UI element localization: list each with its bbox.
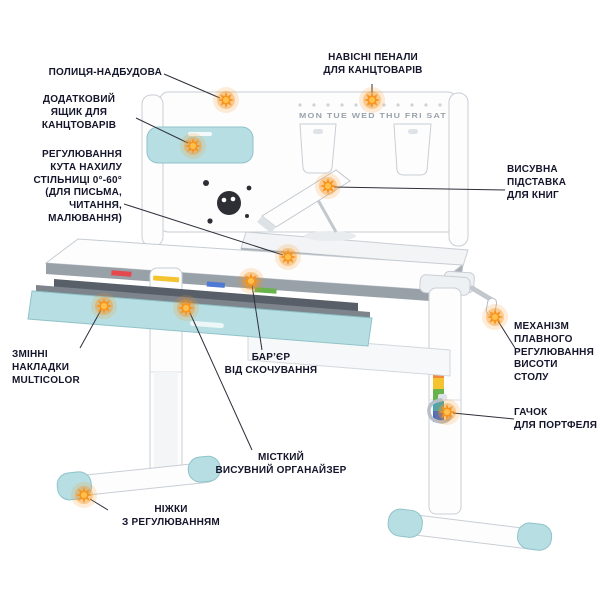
marker-tilt xyxy=(275,244,301,270)
right-leg xyxy=(419,274,471,515)
marker-barrier xyxy=(238,268,264,294)
left-foot xyxy=(56,455,221,501)
label-pencil-cases: НАВІСНІ ПЕНАЛИ ДЛЯ КАНЦТОВАРІВ xyxy=(323,52,423,76)
label-organizer: МІСТКИЙ ВИСУВНИЙ ОРГАНАЙЗЕР xyxy=(215,452,347,476)
marker-extra-drawer xyxy=(180,133,206,159)
marker-book-stand xyxy=(315,173,341,199)
label-tilt: РЕГУЛЮВАННЯ КУТА НАХИЛУ СТІЛЬНИЦІ 0°-60°… xyxy=(33,149,122,224)
marker-mechanism xyxy=(482,304,508,330)
marker-organizer xyxy=(173,295,199,321)
label-mechanism: МЕХАНІЗМ ПЛАВНОГО РЕГУЛЮВАННЯ ВИСОТИ СТО… xyxy=(514,321,594,384)
label-feet: НІЖКИ З РЕГУЛЮВАННЯМ xyxy=(122,504,220,528)
label-pads: ЗМІННІ НАКЛАДКИ MULTICOLOR xyxy=(12,349,80,386)
hutch-right-side xyxy=(448,92,469,247)
connector-lines xyxy=(79,73,516,511)
days-labels: MON TUE WED THU FRI SAT xyxy=(299,113,447,120)
barrier-edge xyxy=(46,263,430,301)
smiley-decoration xyxy=(203,180,252,224)
pencil-cup-right xyxy=(393,123,432,176)
label-hook: ГАЧОК ДЛЯ ПОРТФЕЛЯ xyxy=(514,407,598,431)
marker-pencil-cases xyxy=(359,87,385,113)
label-book-stand: ВИСУВНА ПІДСТАВКА ДЛЯ КНИГ xyxy=(507,164,567,201)
hutch-left-side xyxy=(141,94,164,247)
label-extra-drawer: ДОДАТКОВИЙ ЯЩИК ДЛЯ КАНЦТОВАРІВ xyxy=(41,94,117,131)
marker-shelf xyxy=(213,87,239,113)
desktop xyxy=(44,238,464,301)
right-foot xyxy=(387,508,553,551)
drawer-rail xyxy=(36,285,370,318)
label-shelf: ПОЛИЦЯ-НАДБУДОВА xyxy=(48,67,162,78)
drawer-organizer xyxy=(27,270,373,347)
drawer-handle xyxy=(190,320,224,329)
crossbar xyxy=(247,333,451,377)
label-barrier: БАР’ЄР ВІД СКОЧУВАННЯ xyxy=(224,352,318,376)
pencil-cup-left xyxy=(299,123,337,174)
marker-pads xyxy=(91,293,117,319)
marker-feet xyxy=(71,482,97,508)
marker-hook xyxy=(434,399,460,425)
